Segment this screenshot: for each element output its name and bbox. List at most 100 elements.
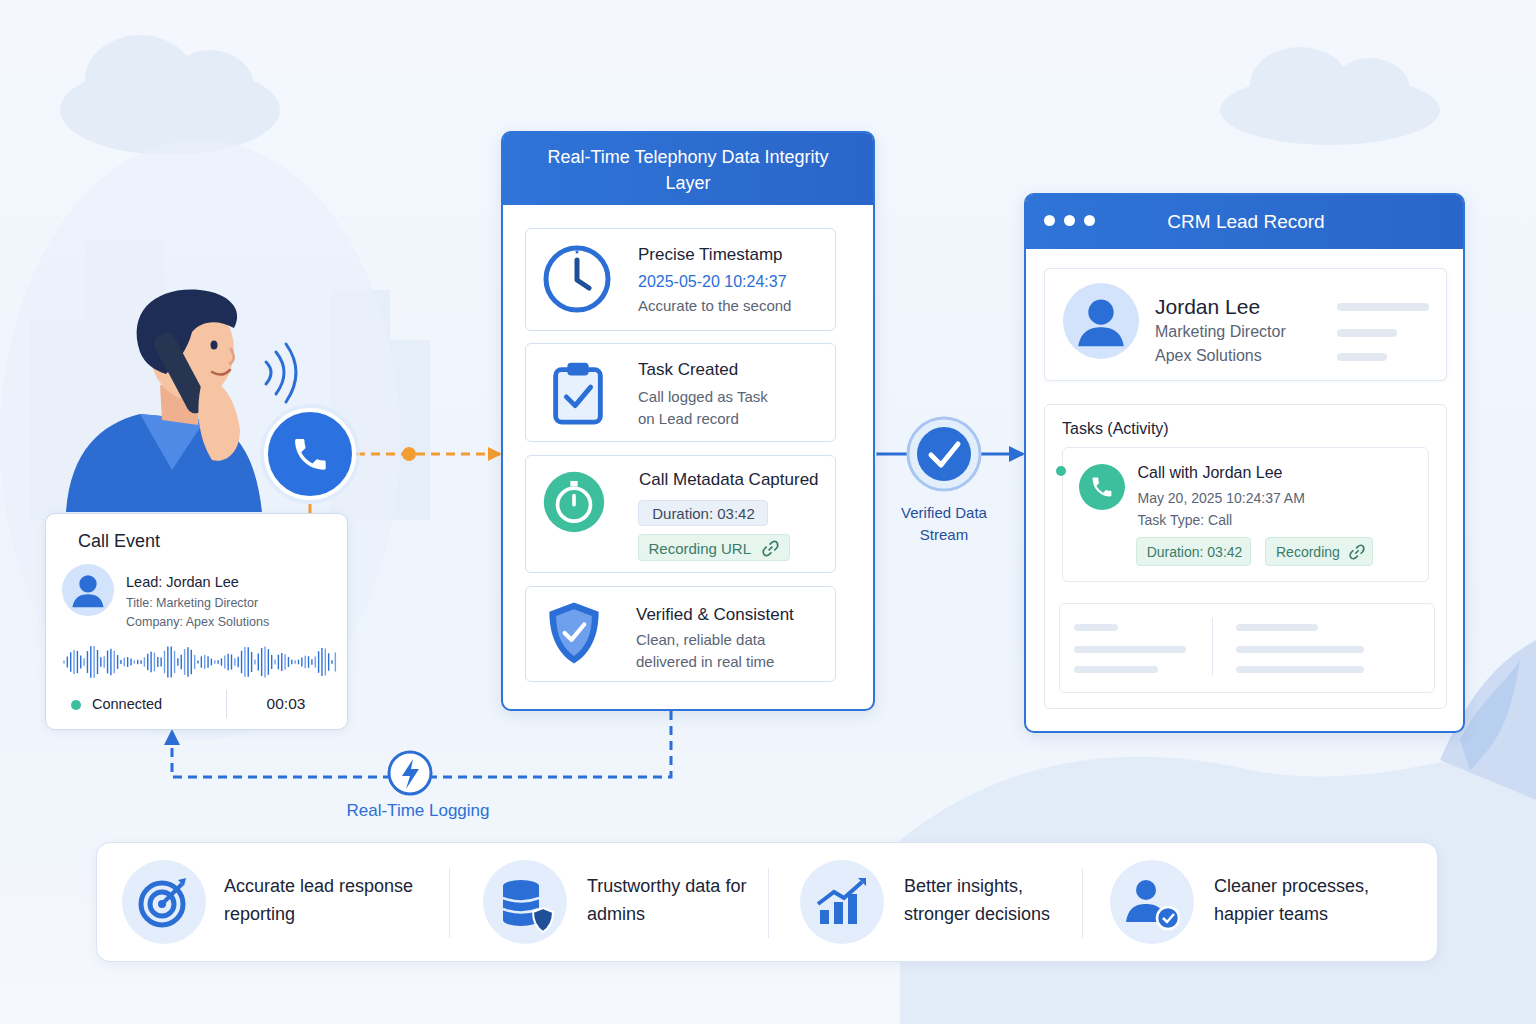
wave-stroke: [164, 651, 165, 674]
wave-stroke: [308, 656, 309, 668]
window-dot: [1044, 215, 1055, 226]
tasks-card: Tasks (Activity)Call with Jordan LeeMay …: [1044, 404, 1447, 709]
icon-part: [565, 625, 585, 640]
icon-part: [1078, 327, 1124, 346]
phoneT-icon: [1079, 464, 1125, 510]
node-text: Precise Timestamp: [638, 243, 828, 267]
wave-stroke: [147, 654, 148, 671]
node-text: Call Event: [78, 528, 318, 554]
icon-part: [570, 481, 577, 486]
icon-part: [1110, 860, 1194, 944]
icon-part: [858, 878, 866, 886]
wave-stroke: [170, 646, 171, 677]
edge-label: Verified Data Stream: [888, 502, 1000, 546]
icon-part: [917, 427, 971, 481]
icon-part: [800, 860, 884, 944]
icon-part: [769, 541, 777, 550]
node-text: Better insights, stronger decisions: [904, 872, 1074, 928]
icon-part: [546, 248, 608, 310]
wave-stroke: [103, 656, 104, 668]
feature-card: Call Metadata CapturedDuration: 03:42Rec…: [525, 455, 836, 573]
icon-part: [908, 418, 980, 490]
icon-part: [141, 883, 183, 925]
icon-part: [1092, 477, 1111, 496]
wave-stroke: [80, 656, 81, 669]
node-text: Duration: 03:42: [1137, 538, 1252, 567]
shield-icon: [544, 599, 604, 667]
wave-stroke: [311, 659, 312, 664]
node-text: Trustworthy data for admins: [587, 872, 757, 928]
icon-part: [834, 902, 843, 924]
icon-part: [503, 898, 539, 913]
wave-stroke: [281, 653, 282, 671]
wave-stroke: [214, 660, 215, 663]
divider: [768, 868, 769, 938]
icon-part: [151, 330, 211, 416]
wave-stroke: [124, 658, 125, 666]
icon-part: [549, 602, 598, 663]
icon-part: [211, 341, 218, 350]
icon-part: [567, 363, 588, 376]
activity-chip: Recording: [1265, 537, 1373, 566]
placeholder-bar: [1337, 329, 1397, 337]
icon-part: [483, 860, 567, 944]
benefits-band: [96, 842, 1438, 962]
wave-stroke: [77, 651, 78, 673]
icon-part: [800, 860, 884, 944]
node-text: May 20, 2025 10:24:37 AM: [1138, 488, 1408, 508]
wave-stroke: [201, 656, 202, 667]
node-text: Call Metadata Captured: [639, 468, 834, 492]
icon-part: [1163, 914, 1174, 922]
wave-stroke: [264, 646, 265, 677]
edge-label: Real-Time Logging: [318, 799, 518, 823]
icon-part: [761, 539, 780, 558]
wave-stroke: [63, 661, 64, 664]
wave-stroke: [274, 659, 275, 664]
icon-part: [1460, 660, 1520, 770]
wave-stroke: [137, 660, 138, 665]
icon-part: [1330, 58, 1410, 122]
wave-stroke: [234, 658, 235, 666]
person-illustration: [66, 290, 296, 512]
flow-dot: [402, 447, 416, 461]
icon-part: [178, 878, 186, 886]
icon-part: [276, 352, 284, 394]
benefit-item: Cleaner processes, happier teams: [1110, 858, 1410, 948]
icon-part: [162, 884, 182, 904]
user-icon: [1110, 860, 1194, 944]
node-text: Lead: Jordan Lee: [126, 572, 341, 592]
wave-stroke: [261, 648, 262, 676]
icon-part: [260, 404, 360, 504]
wave-stroke: [67, 657, 68, 668]
wave-stroke: [318, 651, 319, 673]
node-text: Clean, reliable data delivered in real t…: [636, 629, 796, 673]
lightning-badge: [389, 752, 431, 794]
wave-stroke: [254, 660, 255, 665]
icon-part: [79, 575, 96, 592]
icon-part: [137, 290, 238, 374]
icon-part: [122, 860, 206, 944]
placeholder-bar: [1074, 624, 1118, 631]
clip-icon: [544, 358, 612, 426]
node-text: Recording: [1276, 538, 1350, 567]
window-dot: [1084, 215, 1095, 226]
icon-part: [198, 378, 240, 461]
icon-part: [556, 370, 601, 422]
connector: [310, 454, 500, 513]
wave-stroke: [271, 655, 272, 669]
node-text: 2025-05-20 10:24:37: [638, 271, 828, 293]
wave-stroke: [93, 646, 94, 678]
placeholder-bar: [1236, 624, 1318, 631]
icon-part: [286, 344, 296, 402]
phone-circle: [260, 404, 360, 504]
icon-part: [572, 496, 576, 505]
target-icon: [122, 860, 206, 944]
metadata-chip: Recording URL: [638, 534, 790, 561]
icon-part: [140, 414, 205, 470]
wave-stroke: [70, 652, 71, 671]
node-text: Company: Apex Solutions: [126, 613, 341, 631]
node-text: Call with Jordan Lee: [1138, 462, 1408, 484]
icon-part: [931, 444, 958, 465]
icon-part: [212, 370, 230, 375]
node-text: Cleaner processes, happier teams: [1214, 872, 1404, 928]
